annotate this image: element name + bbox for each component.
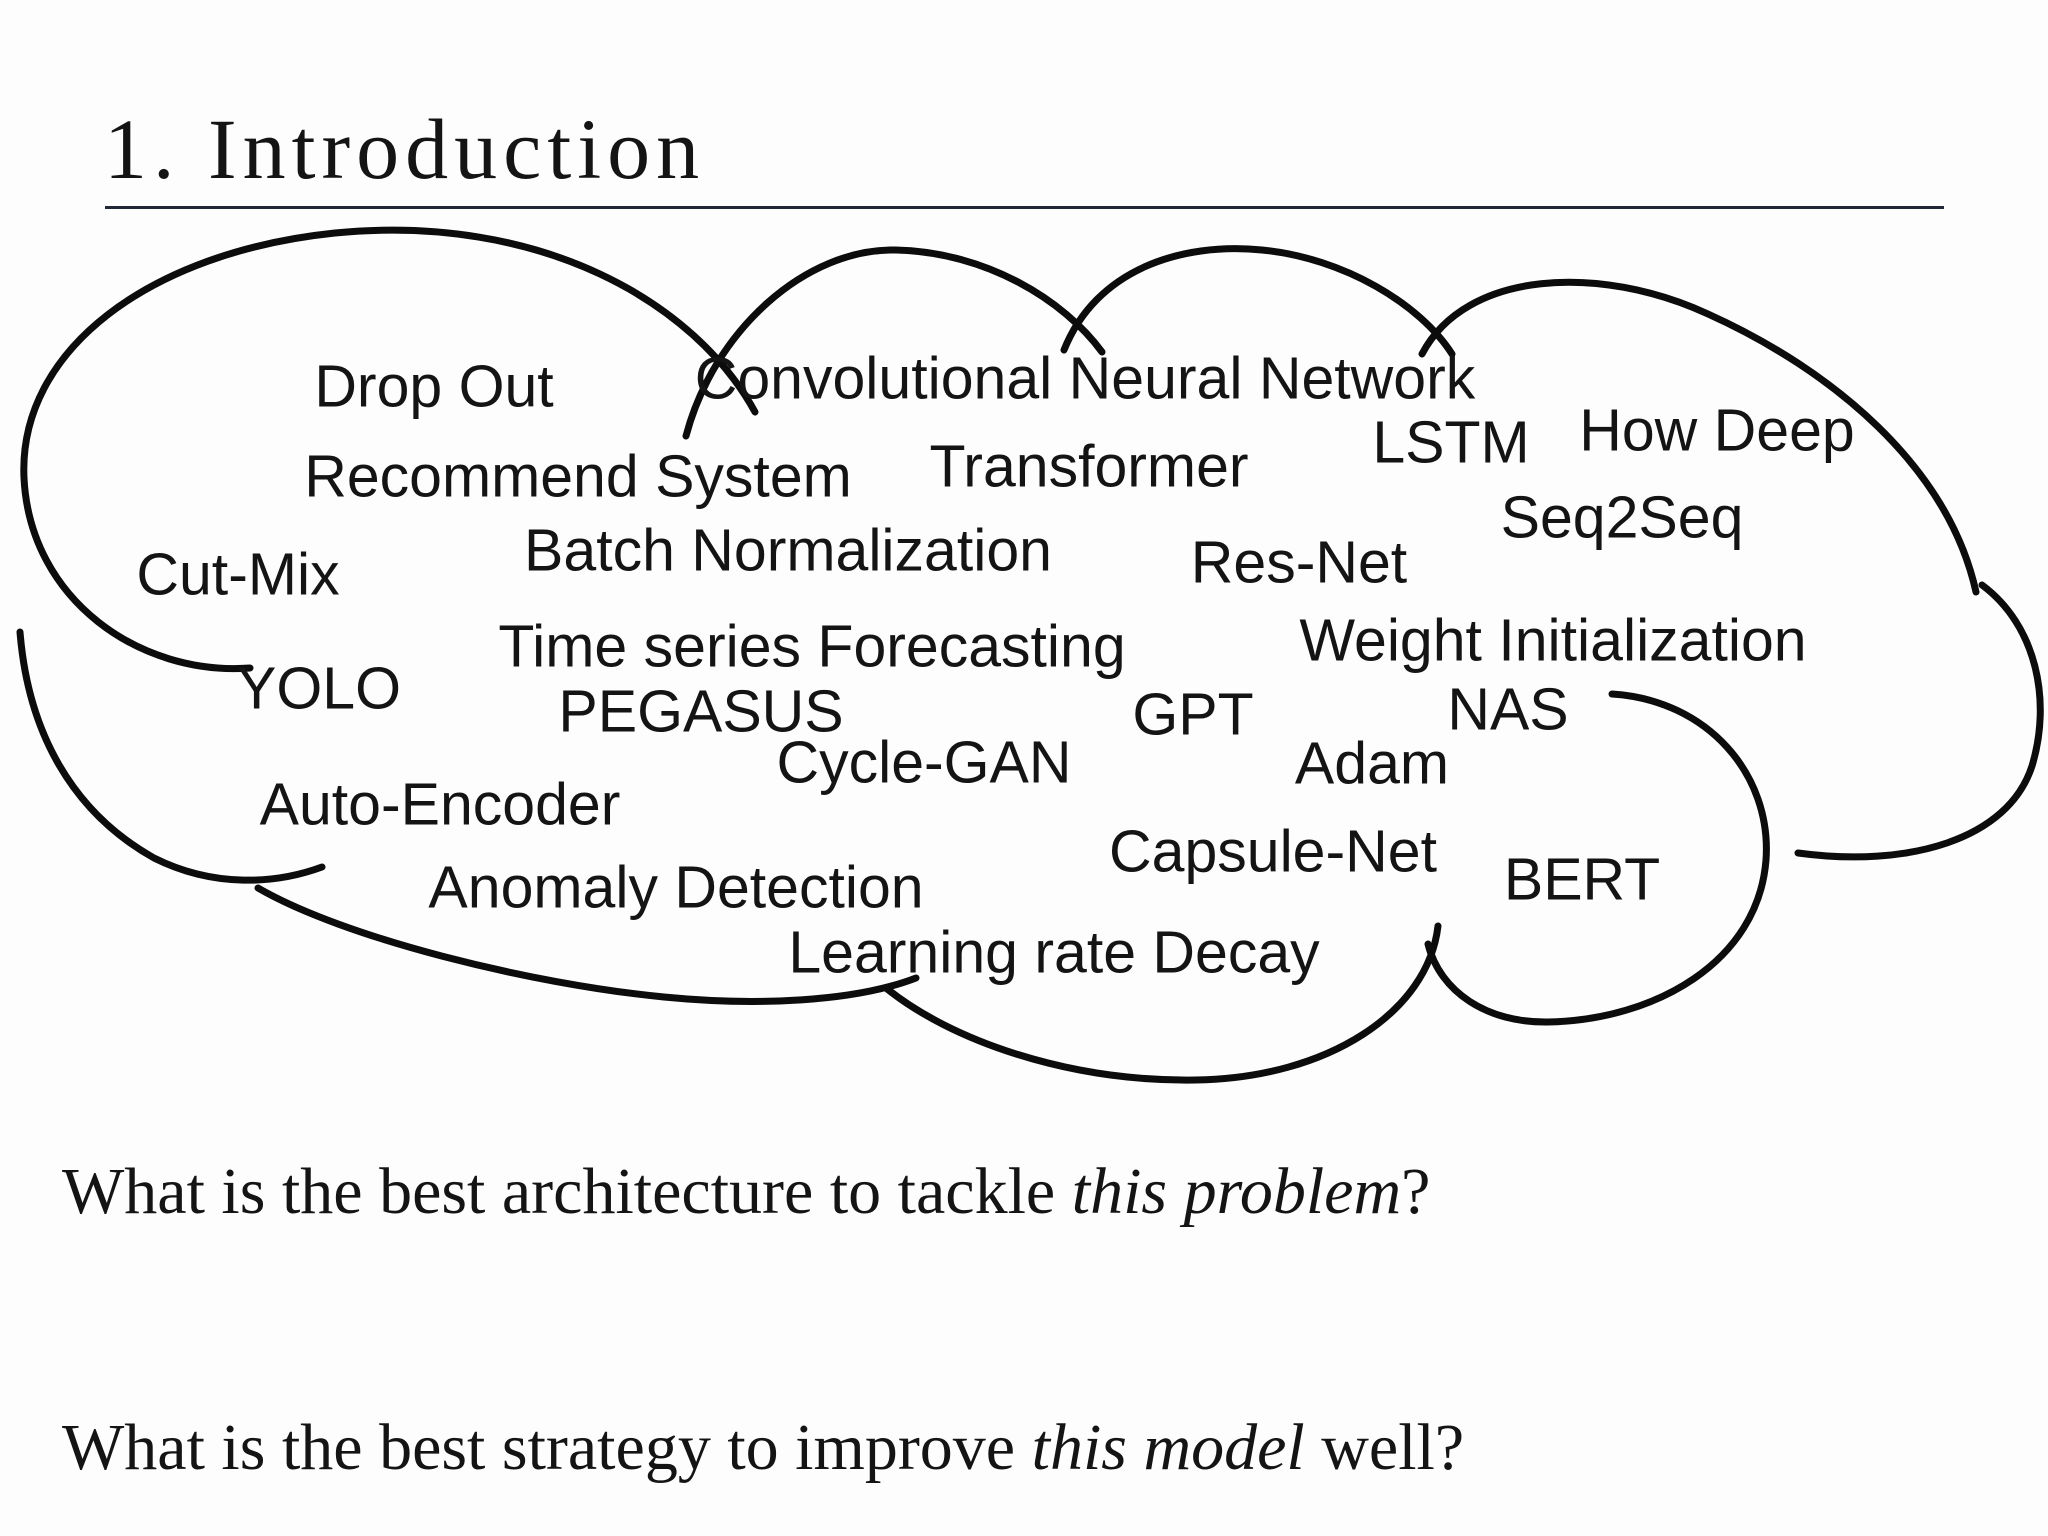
cloud-arc-top-mid-1: [682, 246, 1106, 440]
question-emphasis: this model: [1031, 1411, 1305, 1484]
cloud-term: Cycle-GAN: [776, 729, 1072, 796]
cloud-term: Time series Forecasting: [498, 613, 1126, 680]
cloud-arc-top-right: [1418, 278, 1980, 596]
cloud-term: PEGASUS: [558, 678, 844, 745]
cloud-term: Weight Initialization: [1299, 607, 1807, 674]
cloud-term: How Deep: [1579, 397, 1855, 464]
cloud-arc-bottom-right: [1424, 690, 1770, 1026]
question-text: What is the best strategy to improve: [62, 1411, 1032, 1484]
cloud-arc-top-left: [20, 226, 759, 673]
question-text: well?: [1304, 1411, 1465, 1484]
cloud-term: Recommend System: [304, 443, 852, 510]
cloud-term: NAS: [1447, 676, 1569, 743]
question-architecture: What is the best architecture to tackle …: [62, 1154, 1430, 1230]
question-text: ?: [1401, 1155, 1431, 1228]
question-strategy: What is the best strategy to improve thi…: [62, 1410, 1464, 1486]
cloud-term: Learning rate Decay: [788, 919, 1320, 986]
cloud-term: Seq2Seq: [1500, 484, 1744, 551]
question-text: What is the best architecture to tackle: [62, 1155, 1072, 1228]
title-underline: [105, 206, 1944, 209]
cloud-term: Anomaly Detection: [428, 854, 924, 921]
cloud-term: Batch Normalization: [524, 517, 1052, 584]
cloud-arc-right: [1794, 581, 2044, 861]
cloud-term: Adam: [1294, 730, 1450, 797]
cloud-arc-bottom-left-mid: [254, 884, 920, 1005]
cloud-term: LSTM: [1372, 409, 1530, 476]
cloud-term: Res-Net: [1190, 529, 1408, 596]
cloud-arc-top-mid-2: [1060, 245, 1456, 358]
slide-title: 1. Introduction: [104, 101, 706, 197]
cloud-term: BERT: [1503, 846, 1661, 913]
question-emphasis: this problem: [1071, 1155, 1402, 1228]
cloud-arc-lower-left: [16, 628, 326, 884]
cloud-term: YOLO: [237, 655, 401, 722]
cloud-term: Drop Out: [314, 353, 554, 420]
cloud-term: Convolutional Neural Network: [694, 345, 1476, 412]
cloud-term: Transformer: [929, 433, 1249, 500]
cloud-arc-bottom-mid: [882, 922, 1442, 1084]
cloud-term: Capsule-Net: [1109, 818, 1437, 885]
cloud-term: GPT: [1132, 681, 1254, 748]
cloud-term: Cut-Mix: [136, 541, 340, 608]
cloud-term: Auto-Encoder: [259, 771, 621, 838]
